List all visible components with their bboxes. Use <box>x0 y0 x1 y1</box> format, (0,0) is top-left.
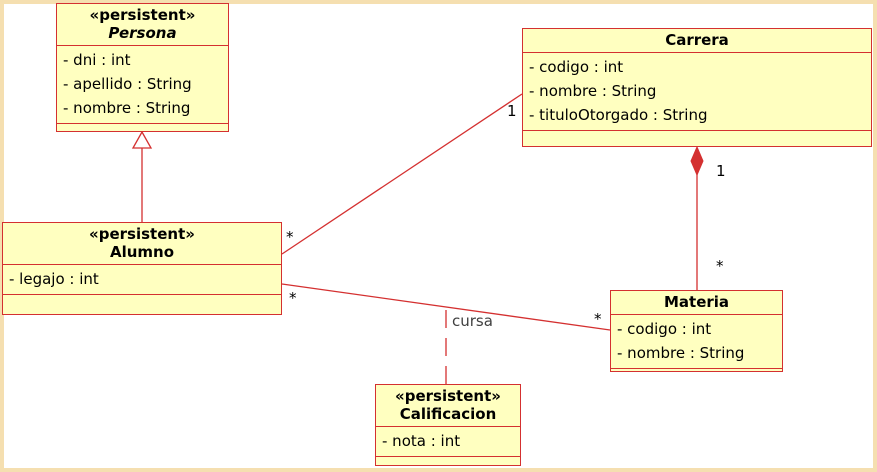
class-carrera-name: Carrera <box>665 31 729 49</box>
class-calificacion-operations <box>376 457 520 467</box>
attribute: - tituloOtorgado : String <box>529 106 708 124</box>
attribute: - dni : int <box>63 51 131 69</box>
class-persona-header: «persistent» Persona <box>57 4 228 46</box>
class-calificacion-attributes: - nota : int <box>376 427 520 457</box>
class-persona-stereotype: «persistent» <box>89 6 196 24</box>
attribute: - nombre : String <box>529 82 657 100</box>
class-alumno[interactable]: «persistent» Alumno - legajo : int <box>2 222 282 315</box>
multiplicity-alumno-carrera-assoc: * <box>286 228 294 246</box>
attribute: - nombre : String <box>63 99 191 117</box>
class-persona-name: Persona <box>108 24 177 42</box>
class-alumno-name: Alumno <box>109 243 175 261</box>
composition-diamond <box>690 145 704 177</box>
multiplicity-materia-carrera-assoc: * <box>716 257 724 275</box>
multiplicity-materia-alumno-assoc: * <box>594 310 602 328</box>
multiplicity-carrera-alumno-assoc: 1 <box>507 102 517 120</box>
class-persona[interactable]: «persistent» Persona - dni : int - apell… <box>56 3 229 132</box>
class-carrera-header: Carrera <box>523 29 871 53</box>
class-carrera-attributes: - codigo : int - nombre : String - titul… <box>523 53 871 131</box>
class-carrera[interactable]: Carrera - codigo : int - nombre : String… <box>522 28 872 147</box>
class-carrera-operations <box>523 131 871 151</box>
attribute: - codigo : int <box>617 320 712 338</box>
attribute: - codigo : int <box>529 58 624 76</box>
class-materia-attributes: - codigo : int - nombre : String <box>611 315 782 369</box>
association-label-cursa: cursa <box>452 312 493 330</box>
class-alumno-header: «persistent» Alumno <box>3 223 281 265</box>
generalization-arrowhead <box>131 130 153 149</box>
class-materia-name: Materia <box>663 293 730 311</box>
class-materia-header: Materia <box>611 291 782 315</box>
class-persona-operations <box>57 124 228 144</box>
association-alumno-carrera-line <box>281 93 523 255</box>
attribute: - legajo : int <box>9 270 99 288</box>
attribute: - apellido : String <box>63 75 192 93</box>
attribute: - nombre : String <box>617 344 745 362</box>
class-alumno-operations <box>3 295 281 315</box>
class-alumno-attributes: - legajo : int <box>3 265 281 295</box>
association-alumno-materia-line <box>281 283 611 331</box>
class-calificacion[interactable]: «persistent» Calificacion - nota : int <box>375 384 521 466</box>
multiplicity-alumno-materia-assoc: * <box>289 289 297 307</box>
class-calificacion-stereotype: «persistent» <box>395 387 501 405</box>
class-calificacion-name: Calificacion <box>399 405 497 423</box>
class-persona-attributes: - dni : int - apellido : String - nombre… <box>57 46 228 124</box>
class-calificacion-header: «persistent» Calificacion <box>376 385 520 427</box>
class-alumno-stereotype: «persistent» <box>89 225 195 243</box>
class-materia[interactable]: Materia - codigo : int - nombre : String <box>610 290 783 372</box>
multiplicity-carrera-materia-assoc: 1 <box>716 162 726 180</box>
class-materia-operations <box>611 369 782 381</box>
attribute: - nota : int <box>382 432 461 450</box>
